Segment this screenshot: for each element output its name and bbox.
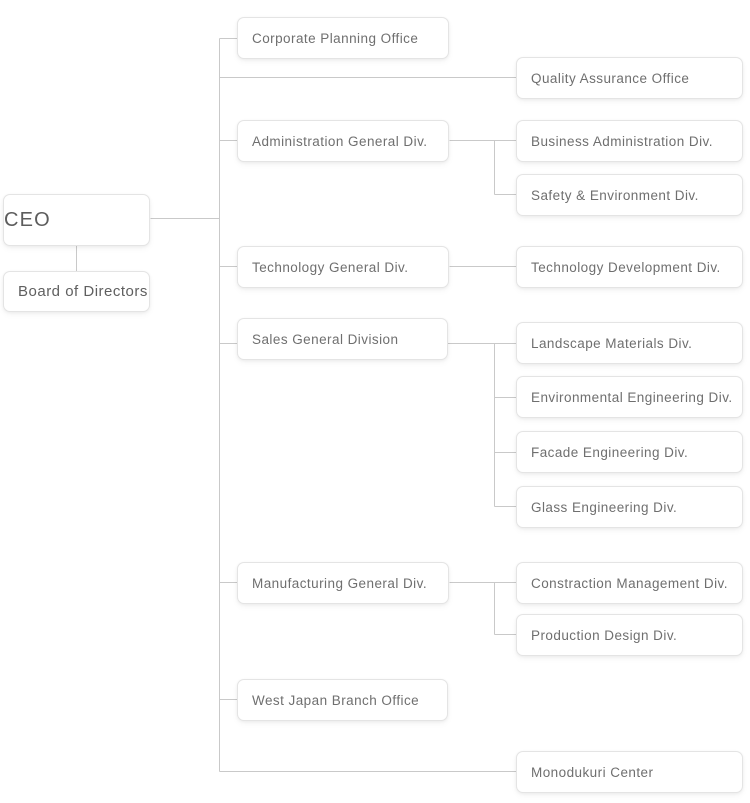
node-board-of-directors-label: Board of Directors (18, 283, 148, 300)
node-production-design-div-label: Production Design Div. (531, 627, 678, 643)
node-glass-engineering-div[interactable]: Glass Engineering Div. (516, 486, 743, 528)
node-administration-general-div-label: Administration General Div. (252, 133, 428, 149)
node-environmental-engineering-div-label: Environmental Engineering Div. (531, 389, 733, 405)
node-glass-engineering-div-label: Glass Engineering Div. (531, 499, 678, 515)
node-manufacturing-general-div[interactable]: Manufacturing General Div. (237, 562, 449, 604)
node-business-administration-div-label: Business Administration Div. (531, 133, 713, 149)
node-sales-general-division-label: Sales General Division (252, 331, 399, 347)
node-administration-general-div[interactable]: Administration General Div. (237, 120, 449, 162)
node-monodukuri-center[interactable]: Monodukuri Center (516, 751, 743, 793)
node-quality-assurance-office[interactable]: Quality Assurance Office (516, 57, 743, 99)
node-ceo[interactable]: CEO (3, 194, 150, 246)
node-safety-environment-div-label: Safety & Environment Div. (531, 187, 699, 203)
node-west-japan-branch-office-label: West Japan Branch Office (252, 692, 420, 708)
node-production-design-div[interactable]: Production Design Div. (516, 614, 743, 656)
node-facade-engineering-div-label: Facade Engineering Div. (531, 444, 689, 460)
node-environmental-engineering-div[interactable]: Environmental Engineering Div. (516, 376, 743, 418)
node-technology-development-div-label: Technology Development Div. (531, 259, 721, 275)
node-sales-general-division[interactable]: Sales General Division (237, 318, 448, 360)
node-manufacturing-general-div-label: Manufacturing General Div. (252, 575, 428, 591)
node-business-administration-div[interactable]: Business Administration Div. (516, 120, 743, 162)
node-corporate-planning-office[interactable]: Corporate Planning Office (237, 17, 449, 59)
node-facade-engineering-div[interactable]: Facade Engineering Div. (516, 431, 743, 473)
node-landscape-materials-div-label: Landscape Materials Div. (531, 335, 693, 351)
node-board-of-directors[interactable]: Board of Directors (3, 271, 150, 312)
node-corporate-planning-office-label: Corporate Planning Office (252, 30, 419, 46)
node-technology-general-div[interactable]: Technology General Div. (237, 246, 449, 288)
node-ceo-label: CEO (4, 208, 51, 231)
node-monodukuri-center-label: Monodukuri Center (531, 764, 654, 780)
node-quality-assurance-office-label: Quality Assurance Office (531, 70, 690, 86)
node-technology-development-div[interactable]: Technology Development Div. (516, 246, 743, 288)
node-landscape-materials-div[interactable]: Landscape Materials Div. (516, 322, 743, 364)
node-technology-general-div-label: Technology General Div. (252, 259, 409, 275)
node-constraction-management-div-label: Constraction Management Div. (531, 575, 728, 591)
node-safety-environment-div[interactable]: Safety & Environment Div. (516, 174, 743, 216)
node-west-japan-branch-office[interactable]: West Japan Branch Office (237, 679, 448, 721)
node-constraction-management-div[interactable]: Constraction Management Div. (516, 562, 743, 604)
